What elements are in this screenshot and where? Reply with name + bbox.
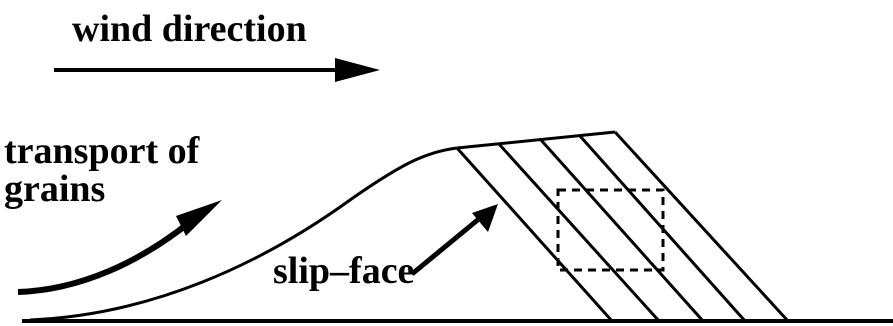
transport-label-line1: transport of [4, 130, 200, 172]
wind-direction-label: wind direction [72, 8, 307, 50]
lamination-line [539, 138, 705, 323]
transport-label-line2: grains [4, 168, 106, 210]
slip-face-arrow [410, 204, 498, 276]
lamination-line [497, 142, 661, 323]
dune-stoss-profile [29, 146, 458, 322]
slip-face-line [455, 146, 614, 323]
dune-crest [456, 130, 616, 150]
wind-arrow [54, 58, 380, 82]
slip-face-label: slip–face [273, 250, 415, 292]
detail-box-dashed [556, 188, 665, 272]
lamination-line [613, 130, 790, 323]
transport-arrow [17, 200, 222, 295]
